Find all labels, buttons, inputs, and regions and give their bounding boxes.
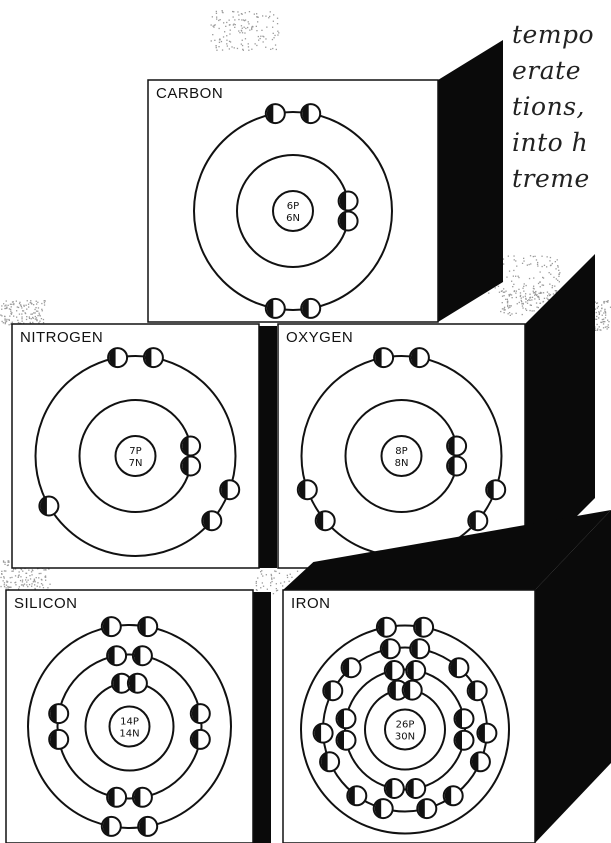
atom-label: OXYGEN xyxy=(286,329,353,346)
block-spine xyxy=(253,592,271,843)
nucleus-protons: 26P xyxy=(396,720,415,731)
nucleus-neutrons: 14N xyxy=(119,729,139,740)
nucleus-neutrons: 30N xyxy=(395,732,415,743)
nucleus-neutrons: 6N xyxy=(286,213,300,224)
atom-label: SILICON xyxy=(14,595,78,612)
block-spine xyxy=(259,326,277,568)
atom-label: IRON xyxy=(291,595,331,612)
block-side-face xyxy=(438,40,503,322)
nucleus-protons: 7P xyxy=(129,446,141,457)
atom-label: NITROGEN xyxy=(20,329,103,346)
nucleus-protons: 14P xyxy=(120,717,139,728)
nucleus-neutrons: 8N xyxy=(395,458,409,469)
nucleus-protons: 6P xyxy=(287,201,299,212)
nucleus-protons: 8P xyxy=(395,446,407,457)
nucleus-neutrons: 7N xyxy=(129,458,143,469)
atom-label: CARBON xyxy=(156,85,223,102)
